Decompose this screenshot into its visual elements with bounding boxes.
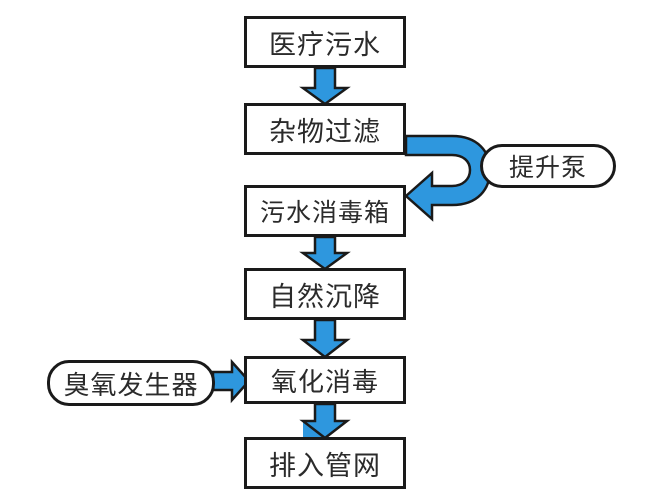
node-discharge-pipe-label: 排入管网 [269, 450, 381, 482]
node-ozone-generator[interactable]: 臭氧发生器 [47, 360, 215, 406]
node-discharge-pipe[interactable]: 排入管网 [244, 437, 406, 489]
node-oxidation-disinfect-label: 氧化消毒 [270, 367, 379, 398]
node-debris-filter[interactable]: 杂物过滤 [244, 103, 406, 155]
node-oxidation-disinfect[interactable]: 氧化消毒 [244, 356, 406, 404]
arrow-filter-to-disinfect-uturn [404, 134, 492, 222]
node-natural-settle-label: 自然沉降 [269, 281, 381, 313]
node-medical-wastewater[interactable]: 医疗污水 [244, 16, 406, 68]
node-natural-settle[interactable]: 自然沉降 [244, 268, 406, 320]
node-sewage-disinfect-label: 污水消毒箱 [259, 198, 390, 227]
node-lift-pump-label: 提升泵 [508, 153, 587, 182]
node-ozone-generator-label: 臭氧发生器 [63, 370, 199, 401]
node-debris-filter-label: 杂物过滤 [269, 116, 381, 148]
arrow-settle-to-oxidation [299, 318, 351, 359]
arrow-disinfect-to-settle [299, 235, 351, 271]
node-sewage-disinfect[interactable]: 污水消毒箱 [244, 185, 406, 237]
node-medical-wastewater-label: 医疗污水 [269, 29, 381, 61]
arrow-medical-to-filter [299, 66, 351, 106]
arrow-ozone-to-oxidation [211, 358, 251, 404]
arrow-oxidation-to-discharge [299, 402, 351, 440]
node-lift-pump[interactable]: 提升泵 [480, 144, 616, 188]
